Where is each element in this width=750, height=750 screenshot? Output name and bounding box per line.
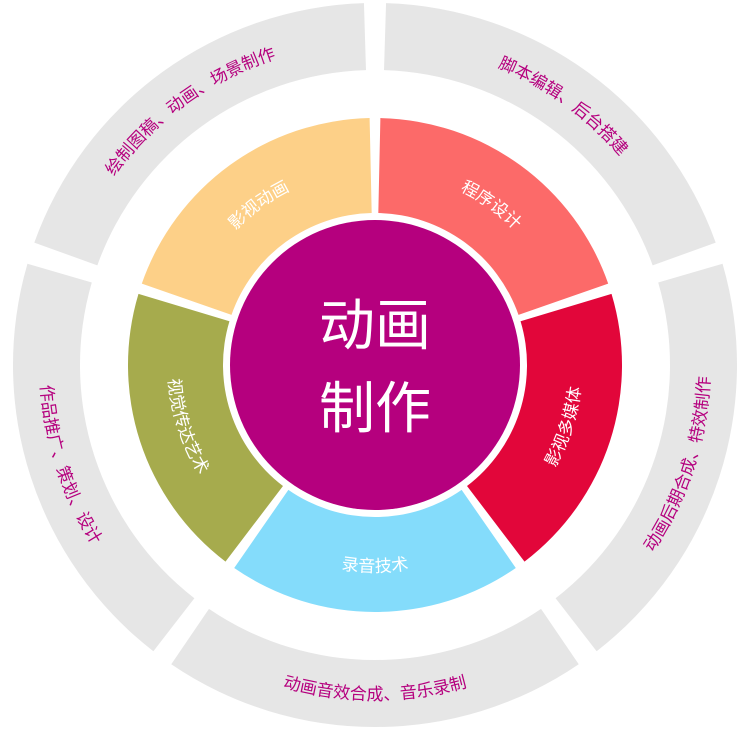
outer-ring bbox=[13, 3, 737, 727]
center-title-line1: 动画 bbox=[319, 294, 431, 359]
center-title-line2: 制作 bbox=[319, 377, 431, 442]
inner-segment-visual-communication bbox=[128, 293, 283, 562]
inner-segment-programming bbox=[378, 118, 609, 315]
inner-ring bbox=[128, 118, 622, 612]
inner-segment-film-animation bbox=[141, 118, 372, 315]
inner-segment-recording bbox=[234, 489, 516, 612]
inner-label-recording: 录音技术 bbox=[341, 554, 410, 577]
center-circle bbox=[230, 220, 520, 510]
outer-segment-promotion bbox=[13, 263, 195, 652]
outer-segment-drawing bbox=[34, 3, 366, 266]
outer-segment-post-production bbox=[555, 263, 737, 652]
outer-segment-sound bbox=[171, 608, 579, 727]
inner-segment-film-multimedia bbox=[467, 293, 622, 562]
outer-segment-script bbox=[384, 3, 716, 266]
